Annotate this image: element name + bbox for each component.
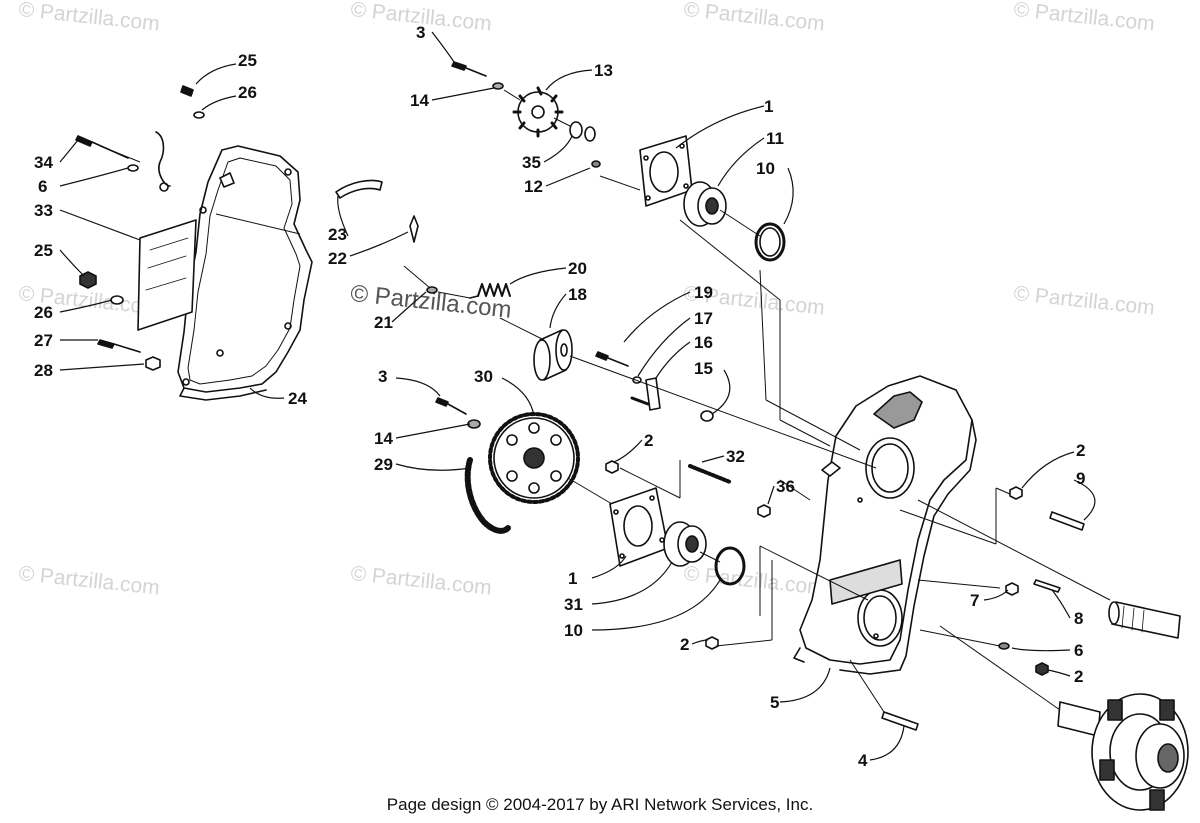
page-footer: Page design © 2004-2017 by ARI Network S… [386,795,814,814]
callout-18: 18 [568,285,587,304]
callout-8: 8 [1074,609,1084,628]
drive-hub [1057,693,1189,811]
callout-20: 20 [568,259,587,278]
bolt-3b [435,397,449,407]
callout-28: 28 [34,361,53,380]
callout-6: 6 [38,177,48,196]
callout-14: 14 [410,91,429,110]
roller-18 [533,329,573,381]
callout-12: 12 [524,177,543,196]
callout-34: 34 [34,153,53,172]
callout-16: 16 [694,333,713,352]
callout-2: 2 [644,431,654,450]
callout-5: 5 [770,693,780,712]
chain-case [793,375,977,675]
nut-12 [591,160,601,168]
callout-26: 26 [238,83,257,102]
spring-20 [477,283,511,297]
clip [155,131,171,187]
window-panel [137,219,197,331]
callout-26: 26 [34,303,53,322]
nut-2d [705,636,719,650]
washer-14 [492,82,504,90]
callout-10: 10 [564,621,583,640]
nut-2a [605,460,619,474]
callout-1: 1 [568,569,578,588]
callout-27: 27 [34,331,53,350]
bolt-27 [97,339,115,349]
callout-2: 2 [680,635,690,654]
sprocket-30 [488,412,580,504]
washer-26b [110,295,124,305]
washer-6 [127,164,139,172]
callout-2: 2 [1076,441,1086,460]
bearing-31 [663,521,707,567]
bearing-flange-top [639,135,693,207]
bolt-34 [75,135,93,147]
callout-30: 30 [474,367,493,386]
callout-19: 19 [694,283,713,302]
callout-25: 25 [34,241,53,260]
callout-9: 9 [1076,469,1086,488]
sprocket-13 [512,86,564,138]
callout-2: 2 [1074,667,1084,686]
callout-1: 1 [764,97,774,116]
callout-29: 29 [374,455,393,474]
seal-10b [714,546,746,586]
chain-case-cover [177,145,313,401]
callout-14: 14 [374,429,393,448]
washer-35 [569,121,583,139]
chain-29 [464,457,511,534]
bearing-flange-lower [609,487,669,567]
shaft [1111,601,1181,639]
nut-7 [1005,582,1019,596]
callout-36: 36 [776,477,795,496]
callout-13: 13 [594,61,613,80]
callout-3: 3 [378,367,388,386]
nut-36 [757,504,771,518]
nut-28 [145,356,161,371]
bolt-4 [881,711,919,731]
seal-10 [754,222,786,262]
callout-22: 22 [328,249,347,268]
callout-3: 3 [416,23,426,42]
washer-26 [193,111,205,119]
callout-21: 21 [374,313,393,332]
bolt-3 [451,61,467,71]
bolt-19 [595,351,609,361]
callout-11: 11 [766,129,784,148]
washer-17 [632,376,642,384]
bushing-15 [700,410,714,422]
callout-35: 35 [522,153,541,172]
nut-25 [180,85,194,97]
bolt-9 [1049,511,1085,531]
callout-25: 25 [238,51,257,70]
callout-17: 17 [694,309,713,328]
callout-6: 6 [1074,641,1084,660]
callout-10: 10 [756,159,775,178]
washer-6b [998,642,1010,650]
callout-31: 31 [564,595,583,614]
chain-guide-23 [335,179,383,199]
washer-21 [426,286,438,294]
callout-24: 24 [288,389,307,408]
stud-32 [688,464,732,484]
nut-2c [1035,662,1049,676]
callout-23: 23 [328,225,347,244]
callout-15: 15 [694,359,713,378]
bearing-11 [683,181,727,227]
nut-2b [1009,486,1023,500]
callout-32: 32 [726,447,745,466]
pin-22 [409,215,419,243]
bracket-16 [645,377,661,411]
callout-33: 33 [34,201,53,220]
callout-7: 7 [970,591,980,610]
bolt-8 [1033,579,1061,593]
callout-4: 4 [858,751,868,770]
